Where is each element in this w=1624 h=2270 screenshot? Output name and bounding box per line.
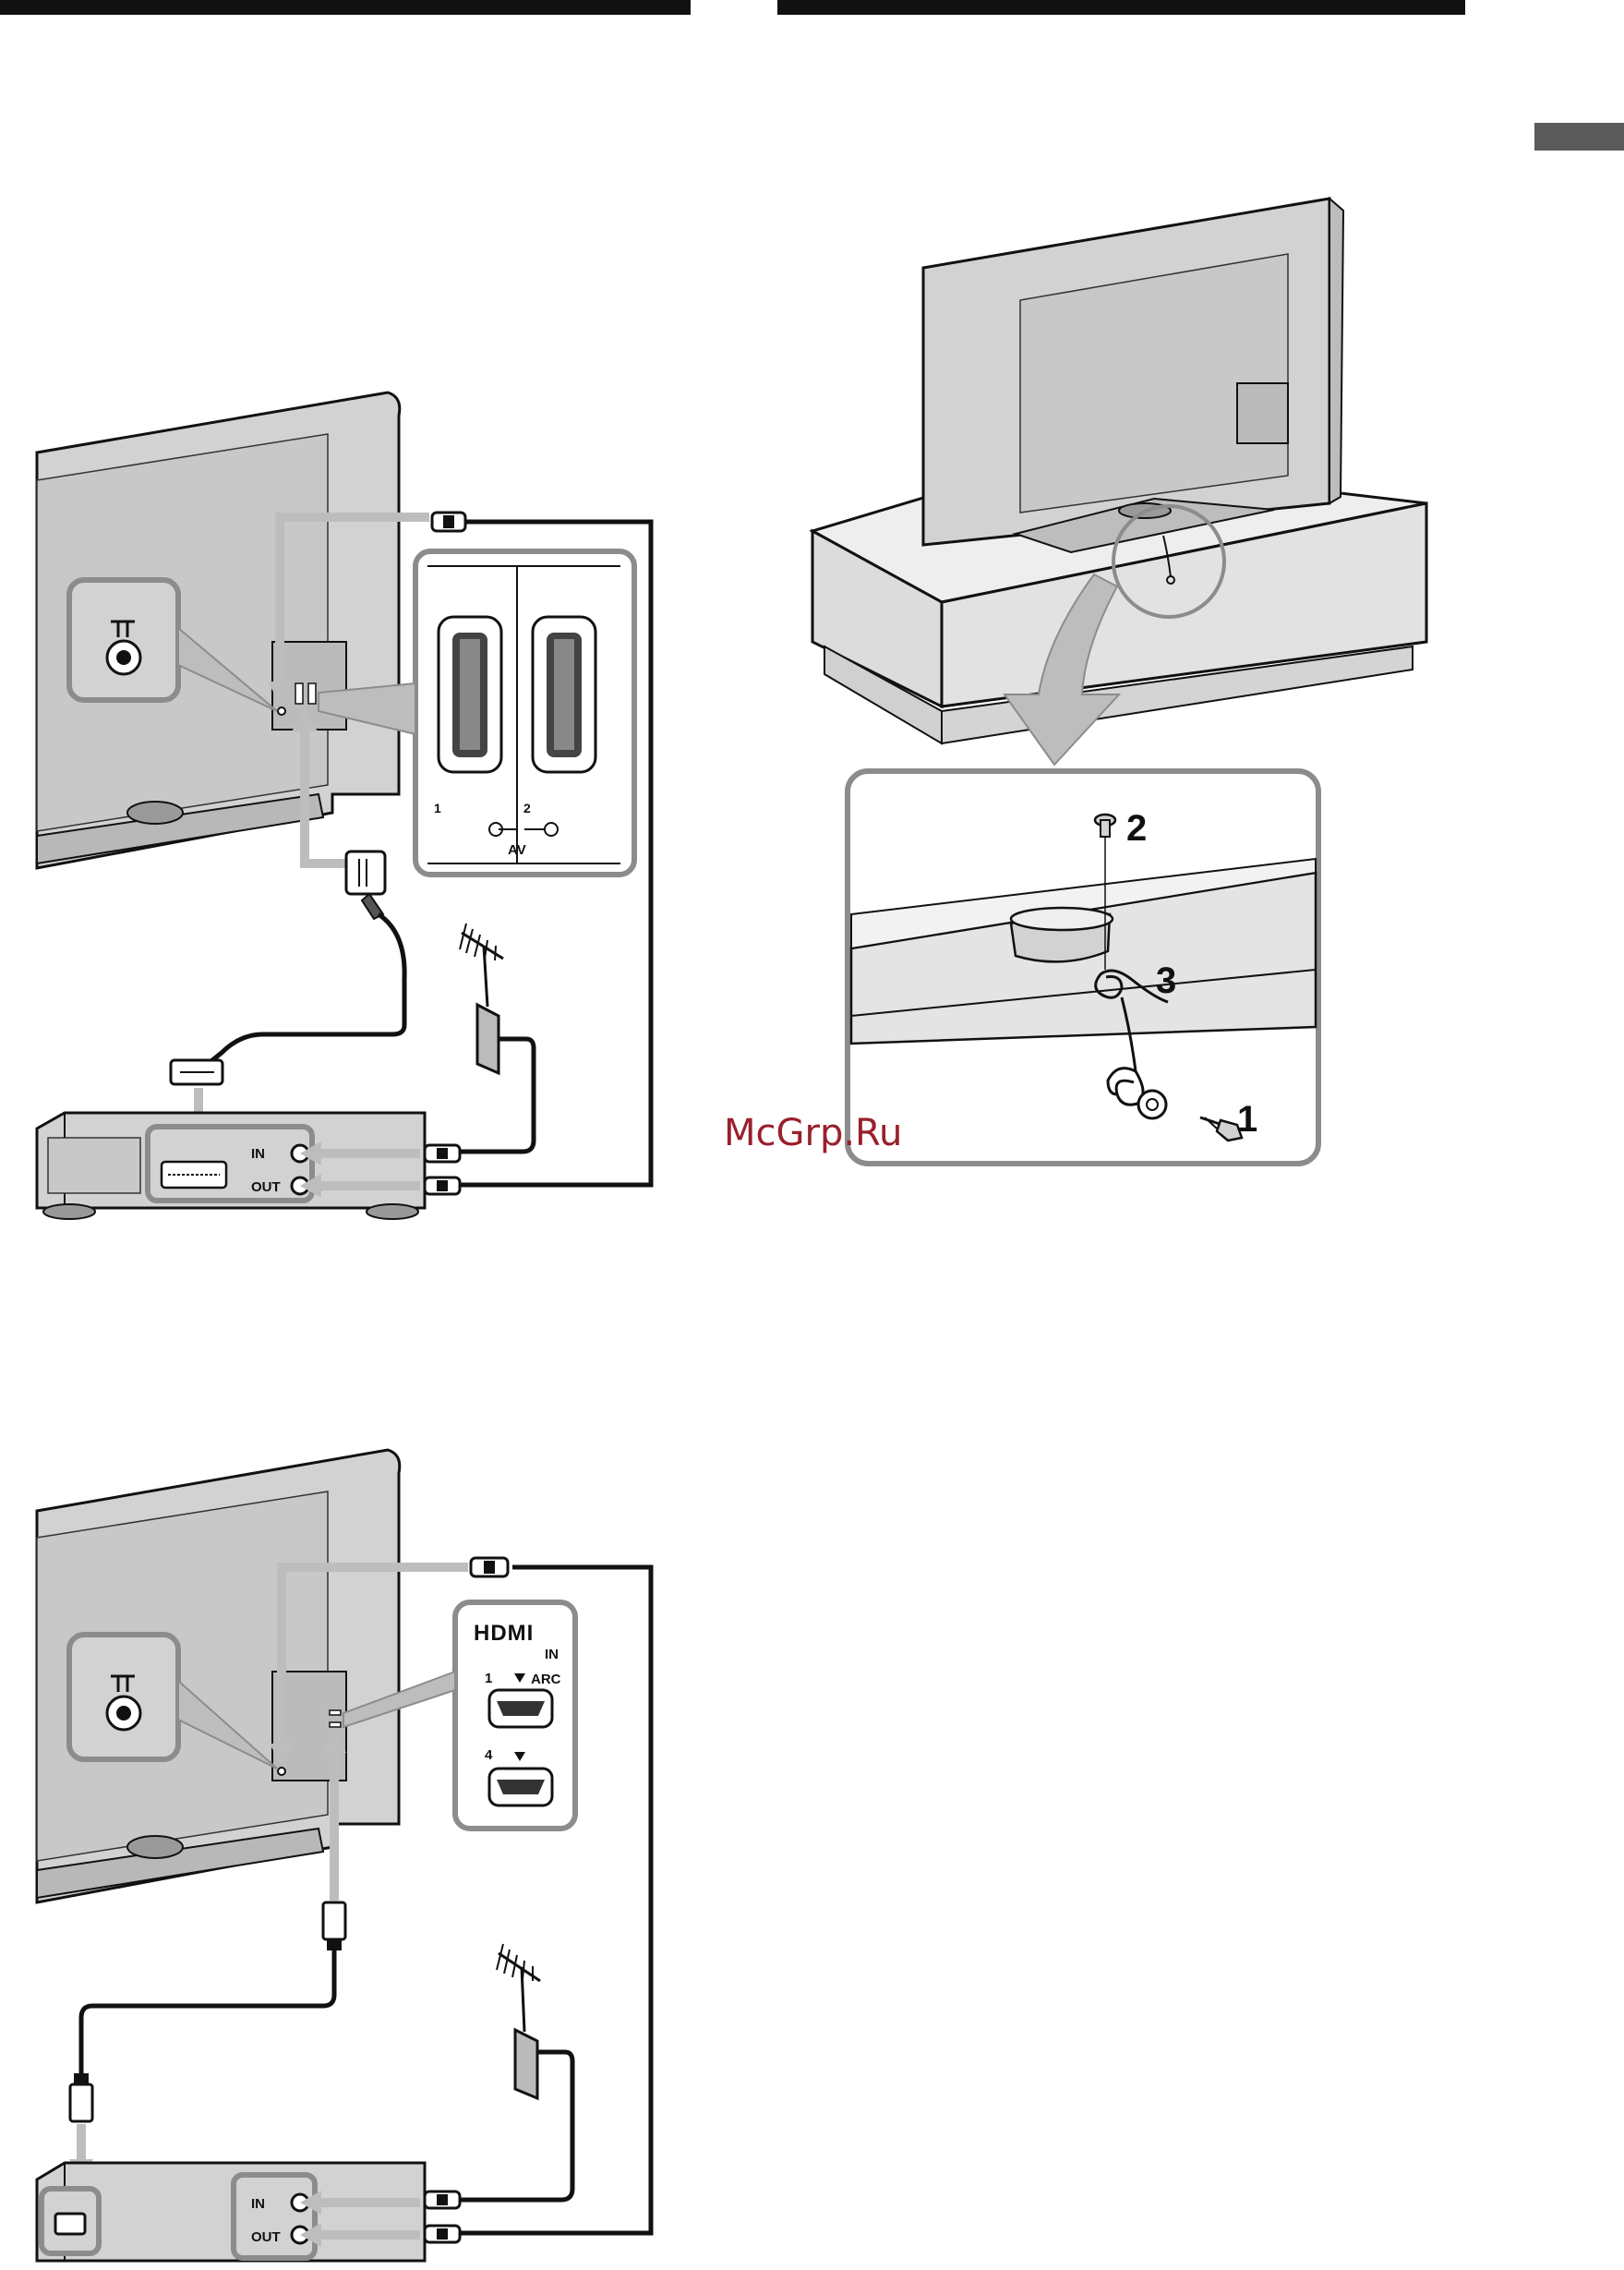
tv-stand-neck <box>127 802 183 824</box>
rf-plug-tv <box>432 513 465 531</box>
hdmi-cable <box>81 1950 334 2073</box>
rf-plug-recorder-in-2 <box>425 2192 460 2208</box>
hdmi-port-1-label: 1 <box>485 1671 492 1686</box>
tv-scart-slot-2 <box>308 683 316 704</box>
tv-scart-slot-1 <box>295 683 303 704</box>
hdmi-port-4-label: 4 <box>485 1747 493 1763</box>
av-group-label: AV <box>508 842 526 858</box>
diagram-hdmi-connection: HDMI IN 1 ARC 4 <box>37 1450 651 2261</box>
recorder-out-label: OUT <box>251 1179 281 1195</box>
recorder-in-label-2: IN <box>251 2196 265 2212</box>
av-port-2-label: 2 <box>523 801 531 815</box>
recorder-in-label: IN <box>251 1146 265 1162</box>
hdmi-socket-1 <box>489 1690 552 1727</box>
scart-plug-recorder <box>171 1060 223 1084</box>
av-port-1-label: 1 <box>434 801 441 815</box>
recorder-panel-highlight-2 <box>234 2175 315 2258</box>
header-bar-left <box>0 0 691 15</box>
hdmi-plug-tv <box>323 1902 345 1950</box>
hdmi-plug-recorder <box>70 2073 92 2121</box>
recorder-scart-socket <box>162 1162 226 1188</box>
rf-plug-recorder-in <box>425 1145 460 1162</box>
rf-plug-tv-2 <box>471 1558 508 1576</box>
rf-plug-recorder-out <box>425 1177 460 1194</box>
scart-socket-2 <box>533 617 595 772</box>
recorder-hdmi-socket <box>55 2214 85 2234</box>
scart-cable <box>208 914 404 1064</box>
rf-plug-recorder-out-2 <box>425 2226 460 2242</box>
hdmi-socket-4 <box>489 1769 552 1805</box>
recorder-out-label-2: OUT <box>251 2229 281 2245</box>
step-number-3: 3 <box>1156 960 1176 1001</box>
diagram-tv-securing: 2 3 1 <box>812 199 1426 1164</box>
step-number-1: 1 <box>1237 1099 1257 1140</box>
scart-socket-1 <box>439 617 501 772</box>
step-number-2: 2 <box>1126 808 1147 849</box>
antenna-icon-2 <box>497 1944 540 2098</box>
watermark: McGrp.Ru <box>724 1112 902 1154</box>
antenna-icon <box>460 924 503 1073</box>
tv-antenna-socket <box>278 707 285 715</box>
section-tab <box>1534 123 1624 151</box>
scart-plug-tv <box>346 851 385 919</box>
hdmi-in-label: IN <box>545 1647 559 1662</box>
hdmi-logo: HDMI <box>474 1621 534 1646</box>
diagram-scart-connection: 1 2 AV <box>37 392 651 1219</box>
header-bar-right <box>777 0 1465 15</box>
hdmi-arc-label: ARC <box>531 1672 561 1687</box>
